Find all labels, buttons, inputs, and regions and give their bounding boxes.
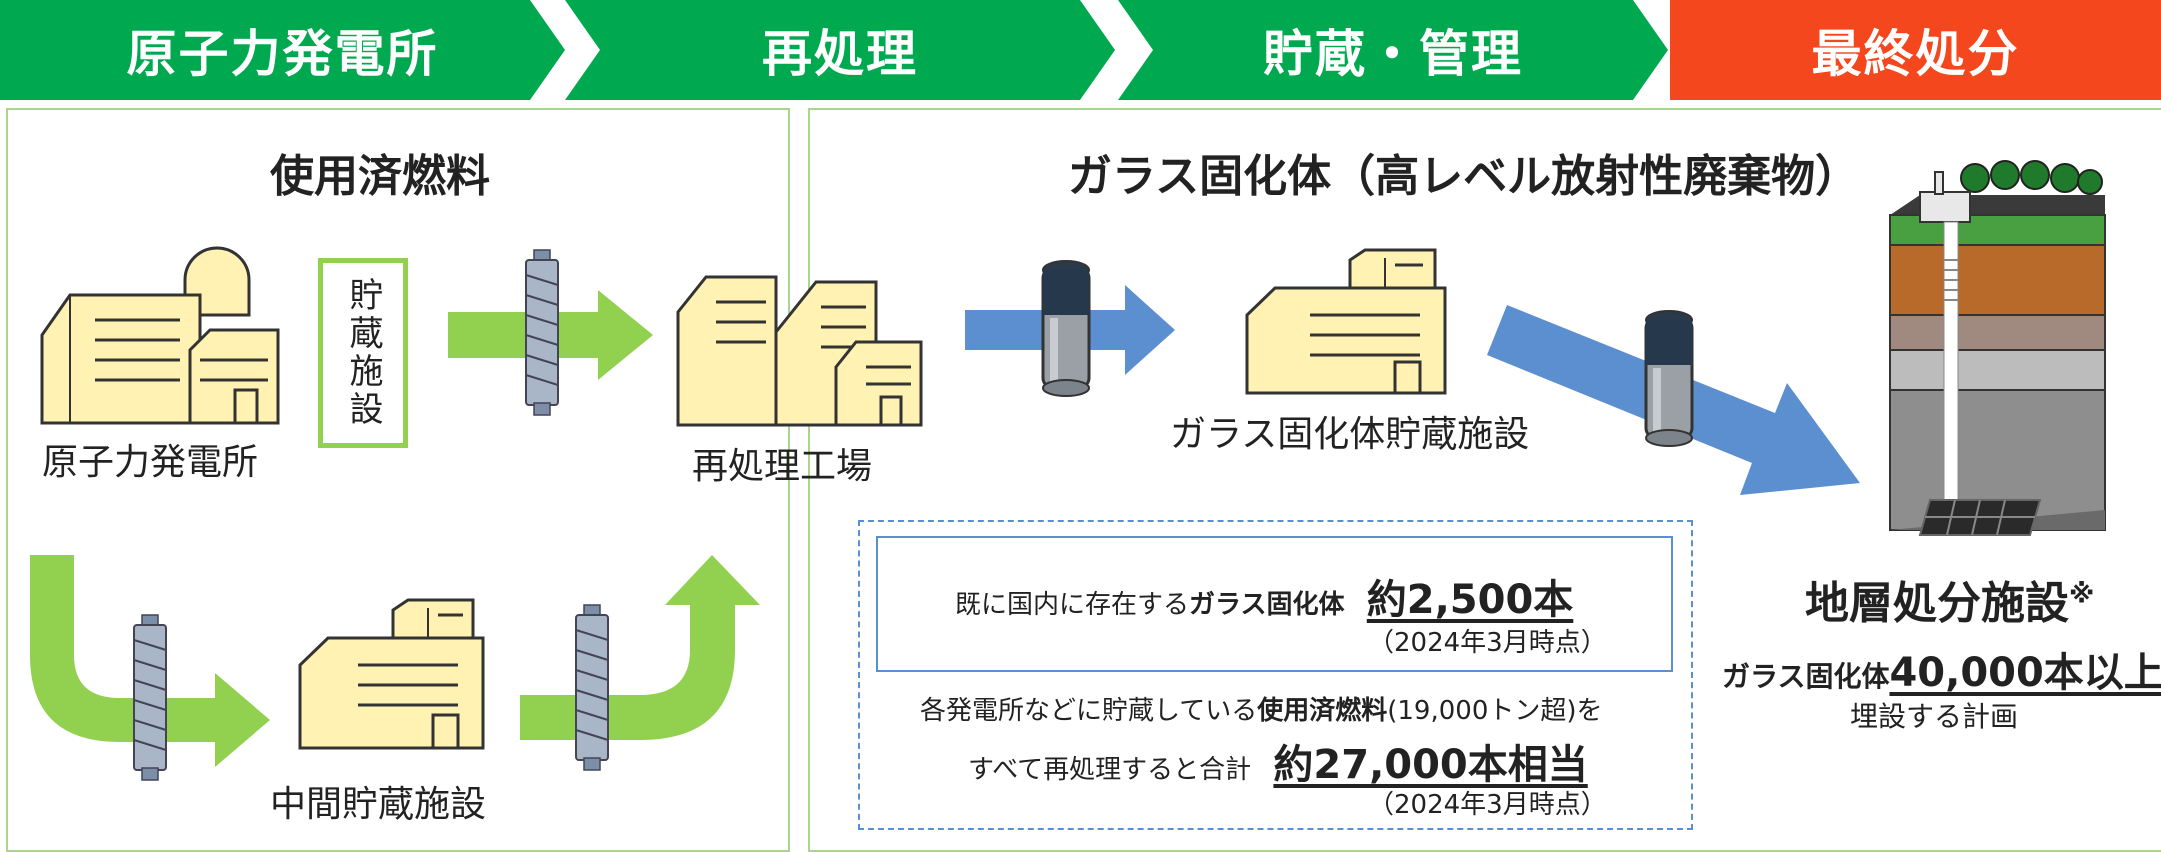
vitrified-canister-icon bbox=[1041, 260, 1091, 397]
interim-storage-icon bbox=[298, 598, 485, 750]
power-plant-label: 原子力発電所 bbox=[42, 442, 259, 483]
disposal-plan: ガラス固化体40,000本以上 bbox=[1722, 640, 2161, 698]
info-line1: 既に国内に存在するガラス固化体 約2,500本 bbox=[955, 567, 1573, 625]
fuel-assembly-icon bbox=[133, 614, 167, 781]
vitrified-storage-label: ガラス固化体貯蔵施設 bbox=[1170, 414, 1530, 455]
info-line2-bold: 使用済燃料 bbox=[1257, 696, 1388, 726]
info-line3-prefix: すべて再処理すると合計 bbox=[968, 755, 1252, 785]
disposal-title-text: 地層処分施設 bbox=[1805, 578, 2069, 629]
interim-storage-label: 中間貯蔵施設 bbox=[270, 784, 487, 825]
info-line2: 各発電所などに貯蔵している使用済燃料(19,000トン超)を bbox=[920, 690, 1603, 727]
reprocessing-plant-label: 再処理工場 bbox=[692, 446, 873, 487]
disposal-plan-suffix: 埋設する計画 bbox=[1850, 700, 2019, 733]
info-line2-prefix: 各発電所などに貯蔵している bbox=[920, 696, 1258, 726]
info-line3: すべて再処理すると合計 約27,000本相当 bbox=[968, 732, 1588, 790]
stage-final-disposal: 最終処分 bbox=[1670, 0, 2161, 100]
reprocessing-plant-icon bbox=[676, 275, 923, 427]
green-curved-arrow-icon bbox=[30, 555, 270, 767]
geological-disposal-icon bbox=[1889, 160, 2106, 536]
disposal-plan-prefix: ガラス固化体 bbox=[1722, 660, 1890, 693]
storage-facility-box: 貯蔵施設 bbox=[318, 258, 408, 448]
info-line1-amount: 約2,500本 bbox=[1366, 577, 1574, 623]
power-plant-icon bbox=[40, 246, 280, 425]
stage-label: 貯蔵・管理 bbox=[1263, 25, 1523, 83]
disposal-note-mark: ※ bbox=[2069, 579, 2095, 610]
info-box-inner bbox=[876, 536, 1673, 672]
green-curved-arrow-up-icon bbox=[520, 555, 760, 740]
stage-storage: 貯蔵・管理 bbox=[1118, 0, 1668, 100]
stage-reprocessing: 再処理 bbox=[565, 0, 1115, 100]
disposal-title: 地層処分施設※ bbox=[1805, 567, 2094, 631]
storage-facility-label: 貯蔵施設 bbox=[343, 277, 383, 429]
stage-power-plant: 原子力発電所 bbox=[0, 0, 565, 100]
fuel-assembly-icon bbox=[575, 604, 609, 771]
vitrified-storage-icon bbox=[1245, 248, 1447, 395]
disposal-plan-amount: 40,000本以上 bbox=[1889, 650, 2161, 696]
fuel-assembly-icon bbox=[525, 249, 559, 416]
info-line1-bold: ガラス固化体 bbox=[1189, 590, 1345, 620]
vitrified-canister-icon bbox=[1644, 310, 1694, 447]
info-line3-date: （2024年3月時点） bbox=[1368, 790, 1607, 820]
info-line3-amount: 約27,000本相当 bbox=[1273, 742, 1588, 788]
info-line2-suffix: (19,000トン超)を bbox=[1387, 696, 1603, 726]
stage-label: 最終処分 bbox=[1811, 25, 2020, 83]
info-box: 既に国内に存在するガラス固化体 約2,500本 （2024年3月時点） 各発電所… bbox=[858, 520, 1693, 830]
info-line1-prefix: 既に国内に存在する bbox=[955, 590, 1190, 620]
vitrified-title: ガラス固化体（高レベル放射性廃棄物） bbox=[1068, 151, 1860, 202]
spent-fuel-title: 使用済燃料 bbox=[270, 151, 490, 202]
stage-label: 原子力発電所 bbox=[126, 25, 439, 83]
stage-label: 再処理 bbox=[762, 25, 918, 83]
info-line1-date: （2024年3月時点） bbox=[1368, 628, 1607, 658]
